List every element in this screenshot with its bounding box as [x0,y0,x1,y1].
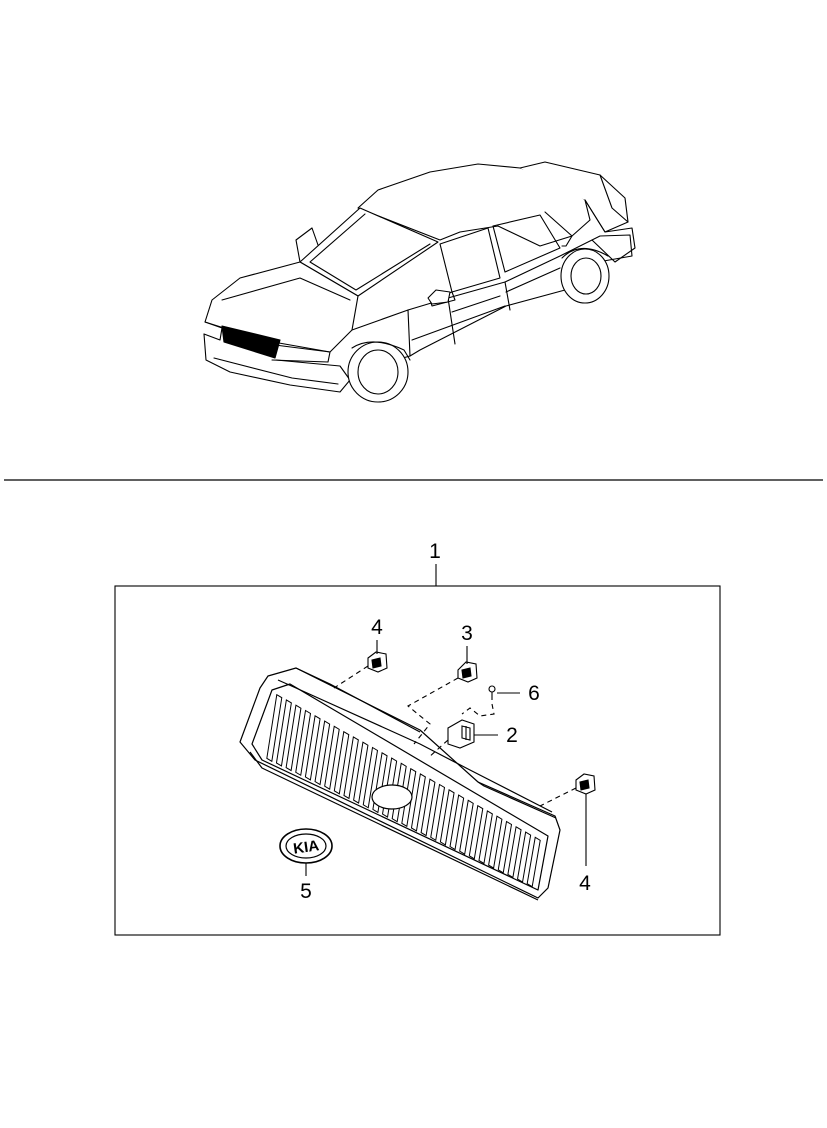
callout-5: 5 [300,880,312,903]
emblem-logo-text: KIA [292,837,320,857]
callout-2: 2 [506,724,518,747]
grille-slat [295,709,312,777]
grille-slat [353,741,369,804]
grille-slat [478,810,493,865]
grille-slat [333,730,350,795]
grille-slat [439,788,455,846]
grille-slat [497,820,513,874]
grille-slat [285,704,302,772]
emblem-5: KIA [279,828,333,864]
assembly-frame [114,585,721,936]
radiator-grille [239,667,561,901]
bracket-2 [447,719,475,749]
clip-3-dashed-guide [407,677,459,745]
grille-slat [459,799,474,855]
clip-4-right [575,773,596,795]
grille-slat [304,714,321,781]
screw-6 [488,685,496,700]
grille-slat [266,693,283,763]
grille-slat [410,773,426,832]
grille-slat [314,720,331,786]
callout-4-left: 4 [371,616,383,639]
grille-slat [468,804,484,860]
callout-6: 6 [528,682,540,705]
grille-emblem-recess [371,784,413,810]
grille-slat [449,794,465,851]
callout-3: 3 [461,622,473,645]
clip-4-right-dashed-guide [539,787,577,807]
bracket-2-dashed-guide [427,739,449,759]
grille-slat [526,836,541,888]
clip-4-left-dashed-guide [333,665,369,689]
grille-slat [507,825,522,879]
vehicle-overview [203,161,636,403]
clip-4-left [367,651,388,673]
grille-slat [275,699,292,767]
grille-slat [324,725,340,790]
grille-slat [516,831,532,883]
screw-6-dashed-guide [461,703,495,717]
grille-slat [420,778,436,837]
callout-4-right: 4 [579,872,591,895]
callout-1: 1 [429,540,441,563]
grille-slat [343,736,359,800]
grille-vertical-bars [266,693,541,888]
grille-slat [362,746,379,809]
clip-3 [457,661,478,683]
grille-slat [430,783,446,842]
grille-slat [488,815,503,869]
